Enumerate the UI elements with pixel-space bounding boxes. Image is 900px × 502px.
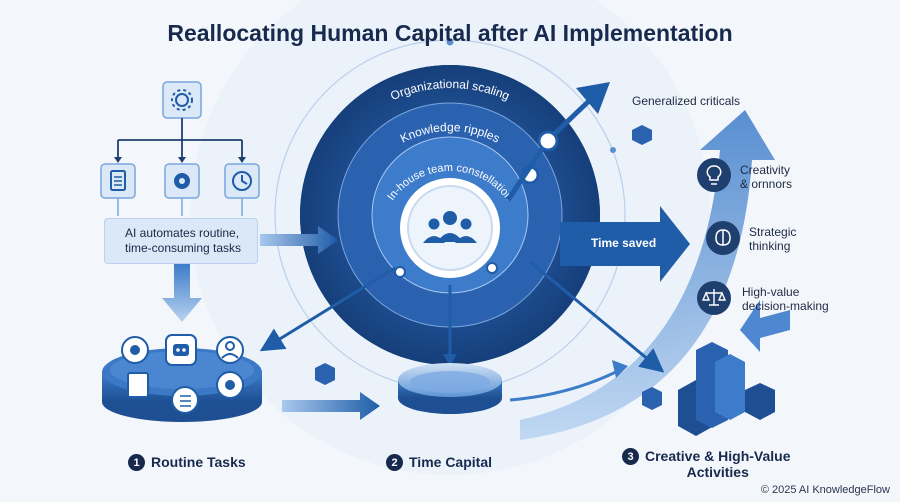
time-to-growth-arrow bbox=[509, 368, 621, 402]
section-number: 2 bbox=[386, 454, 403, 471]
to-activities-arrow bbox=[529, 260, 665, 373]
routine-to-time-arrow bbox=[282, 392, 380, 420]
automation-note: AI automates routine, time-consuming tas… bbox=[104, 218, 258, 264]
time-saved-label: Time saved bbox=[591, 236, 657, 250]
feedback-arrow bbox=[259, 266, 396, 352]
automation-note-line2: time-consuming tasks bbox=[125, 241, 242, 255]
gear-icon bbox=[171, 89, 193, 111]
activity-decision: High-value decision-making bbox=[742, 285, 829, 313]
lightbulb-icon bbox=[697, 158, 731, 192]
time-saved-arrow bbox=[560, 206, 690, 282]
section-time-capital: 2 Time Capital bbox=[386, 454, 492, 471]
orbit-node bbox=[610, 147, 616, 153]
decorative-cube bbox=[315, 125, 662, 410]
growth-band-arrow bbox=[520, 110, 775, 440]
activity-strategic: Strategic thinking bbox=[749, 225, 797, 253]
automation-hub-icon bbox=[162, 81, 202, 119]
down-to-routine-arrow bbox=[162, 264, 202, 322]
routine-task-icons bbox=[121, 334, 244, 414]
page-title: Reallocating Human Capital after AI Impl… bbox=[167, 20, 733, 46]
section-number: 1 bbox=[128, 454, 145, 471]
team-icon bbox=[423, 211, 477, 243]
section-creative-activities: 3 Creative & High-Value Activities bbox=[622, 448, 791, 480]
automation-note-line1: AI automates routine, bbox=[125, 226, 240, 240]
growth-bars bbox=[678, 342, 775, 436]
orbit-node bbox=[446, 38, 454, 46]
generalized-label: Generalized criticals bbox=[632, 94, 741, 108]
activity-creativity: Creativity & ornnors bbox=[740, 163, 793, 191]
section-routine-tasks: 1 Routine Tasks bbox=[128, 454, 246, 471]
to-center-arrow bbox=[260, 226, 338, 254]
section-number: 3 bbox=[622, 448, 639, 465]
copyright-footer: © 2025 AI KnowledgeFlow bbox=[760, 484, 890, 496]
